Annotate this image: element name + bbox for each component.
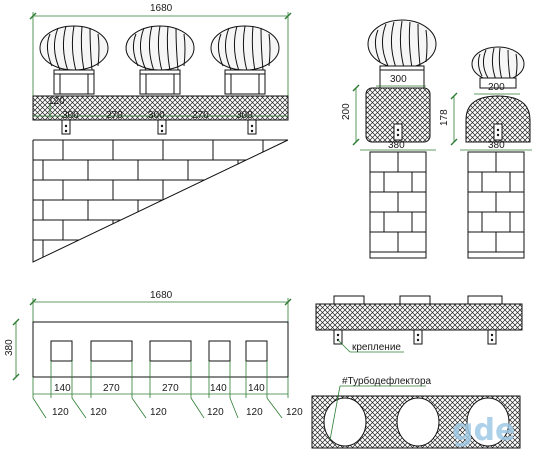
right-width-dim: 380 [488,140,505,151]
section-concrete-slab [315,303,523,331]
side-opening-dim: 300 [390,74,407,85]
side-elevation: 300 200 380 [341,19,437,259]
section-mount-brackets [333,329,497,345]
front-lip-dim: 120 [48,96,65,107]
section-detail: крепление [315,295,523,353]
plan-height: 380 [4,339,15,356]
plan-gap-dim-4: 120 [207,407,224,418]
plan-open-dim-4: 140 [210,383,227,394]
plan-gap-dim-1: 120 [52,407,69,418]
side-width-dim: 380 [388,140,405,151]
turbo-label: #Турбодефлектора [342,375,432,387]
slab-hole-2 [396,397,440,447]
slab-top-view: #Турбодефлектора [311,375,521,449]
right-brick-column [467,151,525,259]
plan-opening-1 [50,340,73,362]
mount-label: крепление [352,342,401,353]
right-elevation: 200 178 380 [439,46,532,259]
turbine-ventilator-2 [125,25,195,95]
turbine-ventilator-3 [210,25,280,95]
turbine-ventilator-1 [39,25,109,95]
slab-hole-3 [466,397,510,447]
plan-opening-3 [149,340,192,362]
slab-hole-1 [323,397,367,447]
right-turbine-ventilator [471,46,525,89]
plan-gap-dim-5: 120 [246,407,263,418]
right-cap-height: 178 [439,109,450,126]
plan-gap-dim-6: 120 [286,407,303,418]
plan-opening-2 [90,340,133,362]
plan-opening-5 [245,340,268,362]
side-brick-column [369,151,427,259]
plan-open-dim-2: 270 [103,383,120,394]
plan-open-dim-1: 140 [54,383,71,394]
plan-opening-4 [208,340,231,362]
plan-view: 1680 380 140 270 270 140 140 120 120 120… [4,290,303,419]
side-cap-height: 200 [341,103,352,120]
front-mount-brackets [61,119,257,135]
front-elevation: 1680 120 [29,3,292,263]
front-total-width: 1680 [150,3,173,14]
plan-total-width: 1680 [150,290,173,301]
front-seg-3: 300 [148,110,165,121]
watermark-logo: gde [452,413,515,448]
front-seg-4: 270 [192,110,209,121]
plan-gap-dim-3: 120 [150,407,167,418]
side-concrete-cap [365,87,431,143]
right-concrete-cap [465,95,531,143]
plan-open-dim-5: 140 [248,383,265,394]
front-seg-1: 300 [62,110,79,121]
front-seg-2: 270 [106,110,123,121]
right-opening-dim: 200 [488,82,505,93]
plan-open-dim-3: 270 [162,383,179,394]
plan-gap-dim-2: 120 [90,407,107,418]
front-seg-5: 300 [236,110,253,121]
